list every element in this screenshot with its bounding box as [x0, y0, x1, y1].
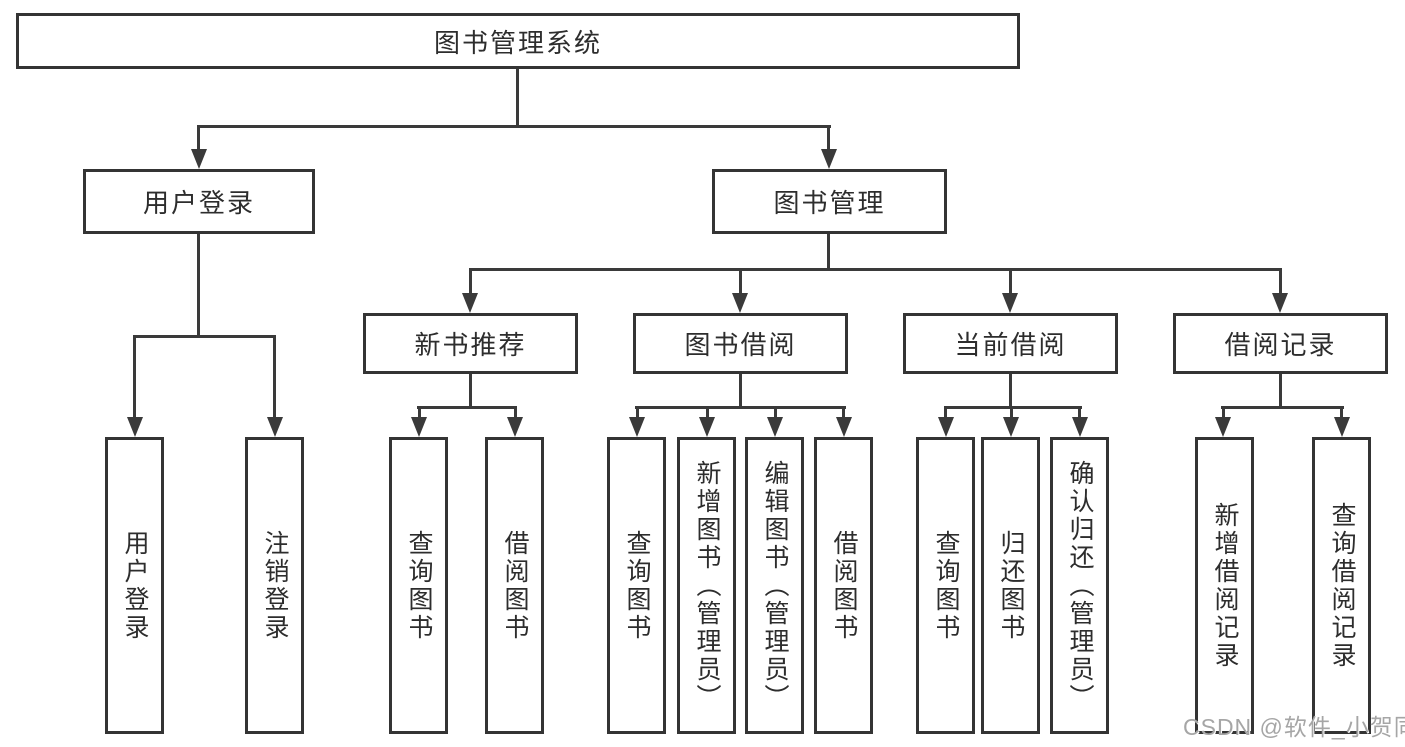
connector-line: [635, 406, 846, 409]
arrowhead-down-icon: [411, 417, 427, 437]
leaf-query-books-borrow: 查询图书: [607, 437, 666, 734]
arrowhead-down-icon: [821, 149, 837, 169]
connector-line: [944, 406, 1082, 409]
connector-line: [133, 338, 136, 419]
node-library-management-system: 图书管理系统: [16, 13, 1020, 69]
arrowhead-down-icon: [1072, 417, 1088, 437]
node-label: 新增借阅记录: [1211, 501, 1239, 670]
arrowhead-down-icon: [767, 417, 783, 437]
connector-line: [827, 128, 830, 151]
arrowhead-down-icon: [629, 417, 645, 437]
connector-line: [706, 409, 709, 421]
arrowhead-down-icon: [938, 417, 954, 437]
node-label: 图书管理: [773, 188, 886, 218]
node-label: 当前借阅: [954, 330, 1067, 360]
connector-line: [739, 374, 742, 409]
node-book-management: 图书管理: [712, 169, 947, 234]
node-current-borrowing: 当前借阅: [903, 313, 1118, 374]
connector-line: [1078, 409, 1081, 421]
node-label: 新书推荐: [414, 330, 527, 360]
connector-line: [1279, 271, 1282, 294]
arrowhead-down-icon: [191, 149, 207, 169]
leaf-query-books-current: 查询图书: [916, 437, 975, 734]
connector-line: [197, 234, 200, 338]
node-book-borrowing: 图书借阅: [633, 313, 848, 374]
connector-line: [197, 125, 831, 128]
node-label: 查询图书: [405, 529, 433, 642]
node-label: 查询借阅记录: [1328, 501, 1356, 670]
node-label: 注销登录: [261, 529, 289, 642]
connector-line: [944, 409, 947, 421]
leaf-add-books-admin: 新增图书（管理员）: [677, 437, 736, 734]
node-label: 归还图书: [997, 529, 1025, 642]
arrowhead-down-icon: [836, 417, 852, 437]
arrowhead-down-icon: [507, 417, 523, 437]
node-label: 图书管理系统: [433, 27, 602, 58]
node-borrowing-records: 借阅记录: [1173, 313, 1388, 374]
leaf-query-borrow-record: 查询借阅记录: [1312, 437, 1371, 734]
connector-line: [1009, 374, 1012, 409]
leaf-borrow-books-recommend: 借阅图书: [485, 437, 544, 734]
arrowhead-down-icon: [1002, 293, 1018, 313]
leaf-user-login: 用户登录: [105, 437, 164, 734]
node-label: 用户登录: [121, 529, 149, 642]
leaf-add-borrow-record: 新增借阅记录: [1195, 437, 1254, 734]
arrowhead-down-icon: [1334, 417, 1350, 437]
connector-line: [842, 409, 845, 421]
connector-line: [197, 128, 200, 151]
arrowhead-down-icon: [732, 293, 748, 313]
connector-line: [133, 335, 276, 338]
connector-line: [774, 409, 777, 421]
node-label: 用户登录: [142, 188, 255, 218]
node-label: 新增图书（管理员）: [693, 459, 721, 712]
node-label: 编辑图书（管理员）: [761, 459, 789, 712]
connector-line: [739, 271, 742, 294]
node-user-login: 用户登录: [83, 169, 315, 234]
connector-line: [1340, 409, 1343, 421]
leaf-return-books: 归还图书: [981, 437, 1040, 734]
arrowhead-down-icon: [127, 417, 143, 437]
connector-line: [417, 406, 517, 409]
connector-line: [469, 374, 472, 409]
connector-line: [469, 271, 472, 294]
arrowhead-down-icon: [462, 293, 478, 313]
connector-line: [636, 409, 639, 421]
connector-line: [418, 409, 421, 421]
connector-line: [1009, 271, 1012, 294]
node-new-book-recommendation: 新书推荐: [363, 313, 578, 374]
node-label: 借阅图书: [830, 529, 858, 642]
arrowhead-down-icon: [699, 417, 715, 437]
connector-line: [273, 338, 276, 419]
arrowhead-down-icon: [1215, 417, 1231, 437]
connector-line: [827, 234, 830, 271]
node-label: 借阅图书: [501, 529, 529, 642]
connector-line: [1279, 374, 1282, 409]
node-label: 查询图书: [932, 529, 960, 642]
arrowhead-down-icon: [267, 417, 283, 437]
node-label: 确认归还（管理员）: [1066, 459, 1094, 712]
node-label: 借阅记录: [1224, 330, 1337, 360]
connector-line: [1222, 409, 1225, 421]
connector-line: [514, 409, 517, 421]
leaf-logout: 注销登录: [245, 437, 304, 734]
csdn-watermark: CSDN @软件_小贺同学: [1183, 714, 1405, 740]
leaf-borrow-books: 借阅图书: [814, 437, 873, 734]
leaf-query-books-recommend: 查询图书: [389, 437, 448, 734]
leaf-confirm-return-admin: 确认归还（管理员）: [1050, 437, 1109, 734]
connector-line: [1221, 406, 1344, 409]
connector-line: [1010, 409, 1013, 421]
node-label: 图书借阅: [684, 330, 797, 360]
arrowhead-down-icon: [1003, 417, 1019, 437]
arrowhead-down-icon: [1272, 293, 1288, 313]
node-label: 查询图书: [623, 529, 651, 642]
leaf-edit-books-admin: 编辑图书（管理员）: [745, 437, 804, 734]
connector-line: [469, 268, 1282, 271]
connector-line: [516, 69, 519, 128]
